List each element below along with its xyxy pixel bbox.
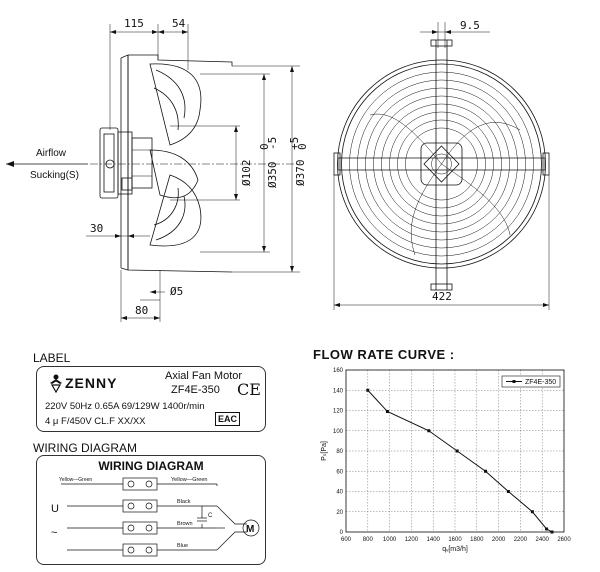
chart-x-tick-label: 2000: [492, 537, 506, 543]
label-box: ZENNY Axial Fan Motor ZF4E-350 CE 220V 5…: [36, 366, 266, 432]
label-spec-line-1: 220V 50Hz 0.65A 69/129W 1400r/min: [45, 401, 205, 412]
wire-label-yellow-green-right: Yellow—Green: [171, 477, 207, 483]
dim-blade-diameter: Ø350: [266, 162, 279, 189]
chart-data-point: [545, 527, 549, 531]
chart-y-tick-label: 40: [336, 490, 343, 496]
chart-legend-label: ZF4E-350: [525, 379, 556, 386]
dim-outer-diameter: Ø370: [294, 160, 307, 187]
chart-x-tick-label: 800: [363, 537, 374, 543]
ce-mark: CE: [237, 380, 261, 399]
wiring-schematic: Yellow—Green Yellow—Green Black Brown Bl…: [51, 477, 260, 557]
chart-series-line: [367, 389, 553, 533]
chart-data-point: [385, 410, 389, 414]
product-name: Axial Fan Motor: [165, 370, 243, 382]
chart-x-tick-label: 1400: [427, 537, 441, 543]
dim-80: 80: [135, 304, 148, 317]
dim-54: 54: [172, 17, 186, 30]
wire-label-black: Black: [177, 499, 191, 505]
wiring-box: WIRING DIAGRAM Y: [36, 455, 266, 565]
chart-y-tick-label: 120: [333, 409, 344, 415]
chart-legend-marker: [512, 380, 516, 383]
chart-y-axis-label: Pₛ[Pa]: [321, 441, 328, 461]
chart-legend-box: [501, 375, 561, 388]
chart-data-point: [427, 429, 431, 433]
chart-y-tick-label: 0: [340, 530, 344, 536]
chart-plot-frame: [345, 369, 565, 533]
chart-y-tick-label: 100: [333, 429, 344, 435]
sucking-label: Sucking(S): [30, 170, 79, 181]
wiring-heading: WIRING DIAGRAM: [33, 441, 137, 455]
chart-x-tick-label: 2200: [514, 537, 528, 543]
chart-y-tick-label: 20: [336, 510, 343, 516]
chart-data-point: [366, 388, 370, 392]
wire-label-blue: Blue: [177, 543, 188, 549]
chart-y-tick-label: 140: [333, 388, 344, 394]
dim-hole: Ø5: [170, 285, 183, 298]
chart-x-tick-label: 1800: [470, 537, 484, 543]
chart-y-tick-label: 60: [336, 469, 343, 475]
dim-outer-tol-bottom: 0: [296, 143, 309, 150]
chart-y-tick-label: 80: [336, 449, 343, 455]
chart-x-tick-label: 2400: [536, 537, 550, 543]
chart-x-tick-label: 1000: [383, 537, 397, 543]
chart-data-point: [455, 449, 459, 453]
dim-115: 115: [124, 17, 144, 30]
chart-data-point: [484, 469, 488, 473]
dim-outer-tol-top: +5: [288, 137, 301, 150]
chart-x-axis-label: qᵥ[m3/h]: [442, 546, 468, 553]
zenny-logo-icon: [50, 374, 62, 393]
chart-title: FLOW RATE CURVE :: [313, 347, 455, 362]
model-name: ZF4E-350: [171, 384, 220, 396]
label-spec-line-2: 4 μ F/450V CL.F XX/XX: [45, 416, 146, 427]
chart-y-tick-label: 160: [333, 368, 344, 374]
brand-name: ZENNY: [65, 375, 118, 391]
dim-blade-tol-bottom: -5: [266, 137, 279, 150]
wire-label-brown: Brown: [177, 521, 193, 527]
chart-data-point: [530, 510, 534, 514]
chart-x-tick-label: 2600: [557, 537, 571, 543]
label-heading: LABEL: [33, 351, 71, 365]
dim-9-5: 9.5: [460, 19, 480, 32]
airflow-label: Airflow: [36, 148, 67, 159]
dim-blade-tol-top: 0: [258, 143, 271, 150]
chart-data-point: [550, 530, 554, 534]
side-view-drawing: 115 54 Airflow Sucking(S) Ø102 Ø350 0 -5: [6, 17, 309, 322]
dim-30: 30: [90, 222, 103, 235]
chart-x-tick-label: 1600: [448, 537, 462, 543]
chart-x-tick-label: 600: [341, 537, 352, 543]
voltage-symbol: U: [51, 503, 59, 515]
wire-label-yellow-green-left: Yellow—Green: [59, 477, 92, 483]
dim-hub-diameter: Ø102: [240, 160, 253, 187]
chart-data-point: [506, 490, 510, 493]
dim-422: 422: [432, 290, 452, 303]
eac-mark: EAC: [215, 412, 241, 426]
motor-label: M: [246, 524, 254, 535]
capacitor-label: C: [208, 513, 213, 519]
front-view-drawing: 9.5 422: [333, 19, 550, 310]
chart-x-tick-label: 1200: [405, 537, 419, 543]
ac-symbol: ~: [51, 527, 57, 539]
wiring-box-title: WIRING DIAGRAM: [98, 459, 204, 473]
